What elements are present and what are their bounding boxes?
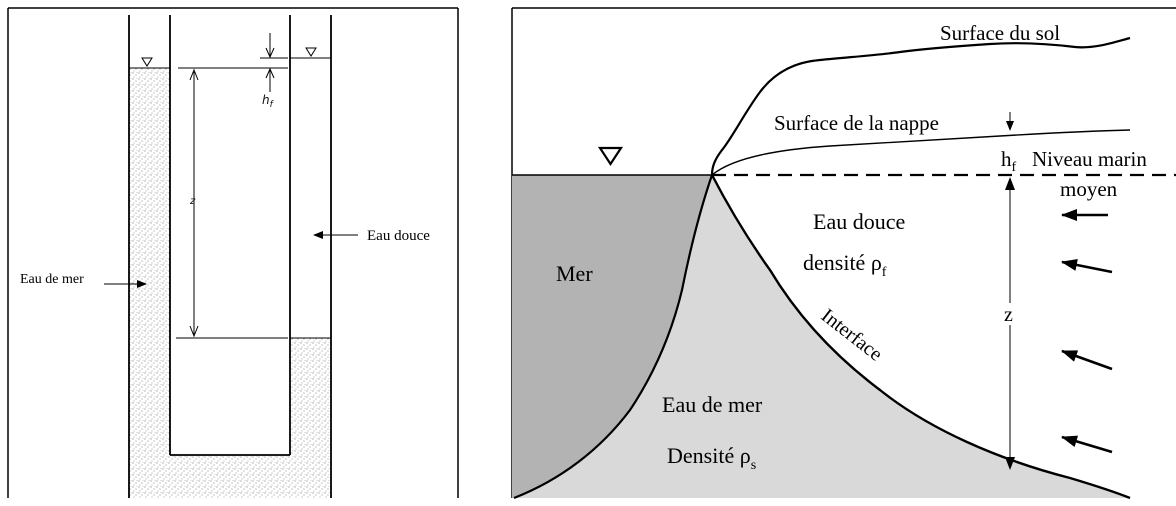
label-fresh-water-left: Eau douce [367, 228, 430, 244]
sea-water-fill [129, 68, 331, 498]
sea-level-triangle [597, 146, 624, 167]
z-arrow-bottom [189, 325, 199, 338]
label-z-left: z [189, 196, 196, 207]
label-sea-water-left: Eau de mer [20, 272, 84, 287]
label-mean-sea-level-2: moyen [1060, 177, 1118, 201]
inflow-arrow-4 [1061, 435, 1113, 454]
label-fresh-density: densité ρf [803, 250, 887, 280]
label-z-right: z [1004, 304, 1013, 326]
label-sea-water-right: Eau de mer [662, 392, 763, 417]
label-hf-left: hf [262, 93, 275, 110]
label-water-table: Surface de la nappe [774, 111, 939, 135]
right-water-level-triangle [305, 47, 317, 57]
left-panel-u-tube: z hf Eau douce Eau de mer [7, 7, 459, 498]
water-table-line [711, 129, 1131, 176]
seabed-line [513, 174, 714, 500]
label-sea: Mer [556, 261, 593, 286]
label-fresh-water-right: Eau douce [813, 209, 905, 234]
interface-line [710, 174, 1131, 500]
z-arrow-top [189, 68, 199, 81]
sea-water-wedge [514, 175, 1130, 498]
z-label-background [1002, 303, 1018, 325]
inflow-arrow-2 [1061, 259, 1113, 274]
label-ground-surface: Surface du sol [940, 21, 1060, 45]
inflow-arrow-3 [1061, 349, 1113, 371]
label-mean-sea-level-1: Niveau marin [1032, 147, 1147, 171]
z-arrow-bottom-right [1005, 457, 1015, 470]
right-panel-coastal-aquifer: z Surface du sol Surface de la nappe hf … [511, 7, 1176, 500]
label-sea-density: Densité ρs [667, 443, 756, 473]
hf-arrow-top-head [265, 47, 275, 59]
sea-body [512, 175, 712, 498]
hf-arrow-bottom-head [265, 67, 275, 79]
z-arrow-top-right [1005, 177, 1015, 190]
ground-surface-line [710, 36, 1131, 176]
label-hf-right: hf [1001, 147, 1017, 175]
left-water-level-triangle [141, 57, 153, 67]
